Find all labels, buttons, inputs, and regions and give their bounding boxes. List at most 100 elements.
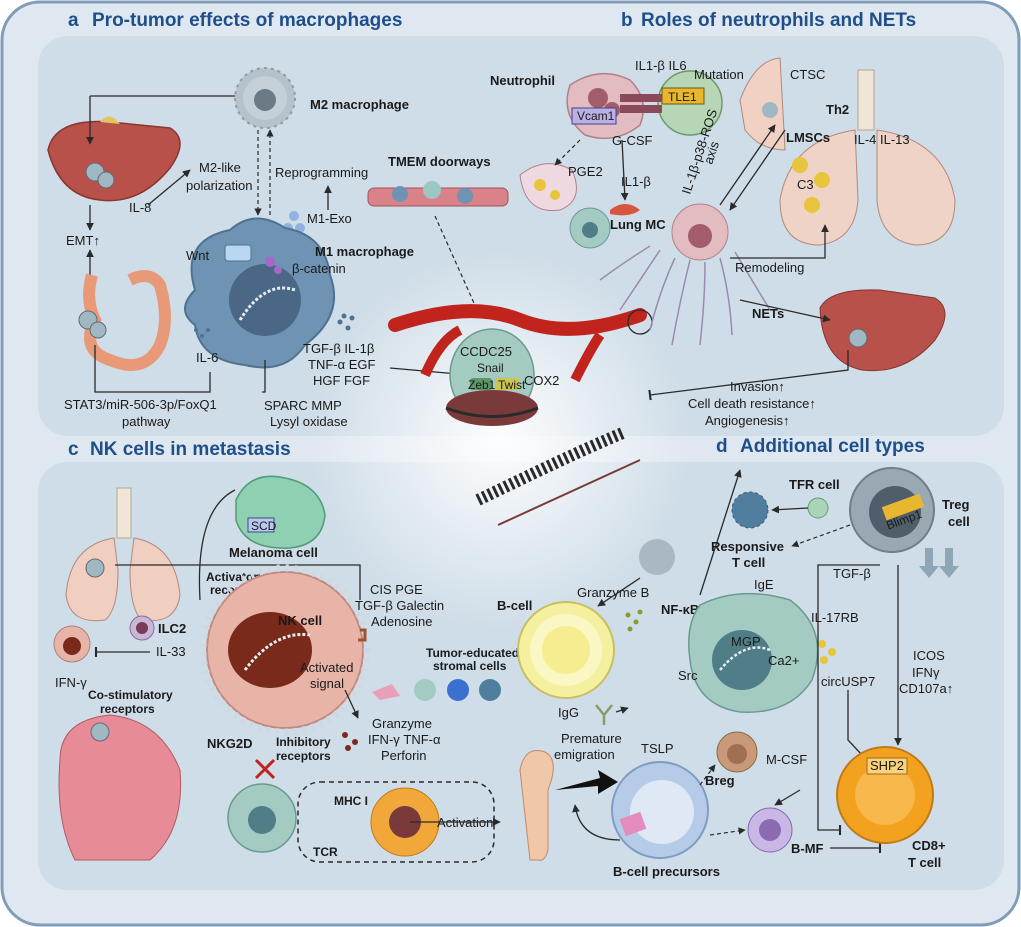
inhibition-bracket: [358, 628, 367, 642]
il33-label: IL-33: [156, 644, 186, 659]
vcam1-box: Vcam1: [571, 107, 617, 125]
m1-exo-label: M1-Exo: [307, 211, 352, 226]
m2-label: M2 macrophage: [310, 97, 409, 112]
nkg2d-block-x: [254, 758, 276, 780]
lysyl-label: Lysyl oxidase: [270, 414, 348, 429]
breg-cell: [716, 731, 758, 773]
lmscs-label: LMSCs: [786, 130, 830, 145]
ifng-label: IFN-γ: [55, 675, 87, 690]
panel-a-title: a Pro-tumor effects of macrophages: [68, 10, 402, 31]
kidney-organ: [58, 714, 182, 861]
shp2-label: SHP2: [870, 758, 904, 773]
beta-catenin-label: β-catenin: [292, 261, 346, 276]
invasion-label: Invasion↑: [730, 379, 785, 394]
mcsf-label: M-CSF: [766, 752, 807, 767]
panel-a: M2 macrophage IL-8 M2-like polarization …: [47, 67, 509, 429]
il8-label: IL-8: [129, 200, 151, 215]
neutrophil-label: Neutrophil: [490, 73, 555, 88]
activation-box: [297, 781, 495, 863]
inhibitory-label-1: Inhibitory: [276, 735, 331, 749]
mhc1-label: MHC I: [334, 794, 368, 808]
sparc-label: SPARC MMP: [264, 398, 342, 413]
ifng-d-label: IFNγ: [912, 665, 940, 680]
ilc2-label: ILC2: [158, 621, 186, 636]
tfr-cell: [807, 497, 829, 519]
stat3-label-2: pathway: [122, 414, 171, 429]
emigration-arrow: [555, 770, 618, 794]
m2like-label-2: polarization: [186, 178, 253, 193]
t-cell-orange: [370, 787, 440, 857]
mast-cell: [688, 592, 819, 713]
cd8-t-cell: [836, 746, 934, 844]
ifng-tnfa-label: IFN-γ TNF-α: [368, 732, 441, 747]
emt-label: EMT↑: [66, 233, 100, 248]
il1b-label: IL1-β: [621, 174, 651, 189]
il4-il13-label: IL-4 IL-13: [854, 132, 910, 147]
il1b-il6-label: IL1-β IL6: [635, 58, 687, 73]
cell-death-label: Cell death resistance↑: [688, 396, 816, 411]
nets-label: NETs: [752, 306, 784, 321]
bmf-cell: [747, 807, 793, 853]
tumor-cell-tle1: TLE1: [620, 70, 723, 136]
panel-a-heading: Pro-tumor effects of macrophages: [92, 10, 402, 31]
ige-label: IgE: [754, 577, 774, 592]
costim-label-2: receptors: [100, 702, 155, 716]
ilc2-cell: [129, 615, 155, 641]
perforin-label: Perforin: [381, 748, 427, 763]
treg-label-2: cell: [948, 514, 970, 529]
inhibitory-label-2: receptors: [276, 749, 331, 763]
tumor-stromal-label-2: stromal cells: [433, 659, 507, 673]
gcsf-label: G-CSF: [612, 133, 653, 148]
panel-b-heading: Roles of neutrophils and NETs: [641, 10, 916, 31]
tgfb-il1b-label: TGF-β IL-1β: [303, 341, 374, 356]
ctsc-label: CTSC: [790, 67, 825, 82]
il17rb-label: IL-17RB: [811, 610, 859, 625]
responsive-label-1: Responsive: [711, 539, 784, 554]
granzyme-dots-d: [625, 609, 643, 632]
snail-label: Snail: [477, 361, 504, 375]
liver-right: [819, 289, 946, 372]
hgf-fgf-label: HGF FGF: [313, 373, 370, 388]
tgfb-label: TGF-β: [833, 566, 871, 581]
center-vessel-tumor: [388, 304, 647, 426]
scd-label: SCD: [251, 519, 277, 533]
tmem-label: TMEM doorways: [388, 154, 491, 169]
bcell-label: B-cell: [497, 598, 532, 613]
granzyme-cell: [639, 539, 675, 575]
lungs-left-organ: [65, 487, 181, 622]
panel-c-letter: c: [68, 439, 79, 460]
il6-dots: [194, 328, 210, 338]
bmf-label: B-MF: [791, 841, 824, 856]
cd107a-label: CD107a↑: [899, 681, 953, 696]
angiogenesis-label: Angiogenesis↑: [705, 413, 790, 428]
tumor-small-cell: [53, 625, 91, 663]
costim-label-1: Co-stimulatory: [88, 688, 173, 702]
m2like-label-1: M2-like: [199, 160, 241, 175]
c3-label: C3: [797, 177, 814, 192]
treg-label-1: Treg: [942, 497, 970, 512]
src-label: Src: [678, 668, 698, 683]
tumor-stromal-label-1: Tumor-educated: [426, 646, 519, 660]
panel-a-letter: a: [68, 10, 79, 31]
lung-mc-label: Lung MC: [610, 217, 666, 232]
zeb1-label: Zeb1: [468, 378, 496, 392]
pge2-label: PGE2: [568, 164, 603, 179]
melanoma-label: Melanoma cell: [229, 545, 318, 560]
axis-label-2: axis: [701, 139, 723, 166]
icos-label: ICOS: [913, 648, 945, 663]
panel-c-heading: NK cells in metastasis: [90, 439, 291, 460]
mgp-label: MGP: [731, 634, 761, 649]
m2-macrophage-cell: [234, 67, 296, 129]
stromal-cells: [372, 679, 501, 701]
treg-down-arrows: [919, 548, 959, 578]
tmem-vessel: [367, 181, 509, 207]
breg-label: Breg: [705, 773, 735, 788]
lungs-organ: [779, 69, 956, 246]
il6-label: IL-6: [196, 350, 218, 365]
cox2-label: COX2: [524, 373, 559, 388]
igg-label: IgG: [558, 705, 579, 720]
panel-d-title: d Additional cell types: [716, 436, 925, 457]
lung-mc-cell: [610, 204, 640, 216]
tle1-label: TLE1: [668, 90, 697, 104]
